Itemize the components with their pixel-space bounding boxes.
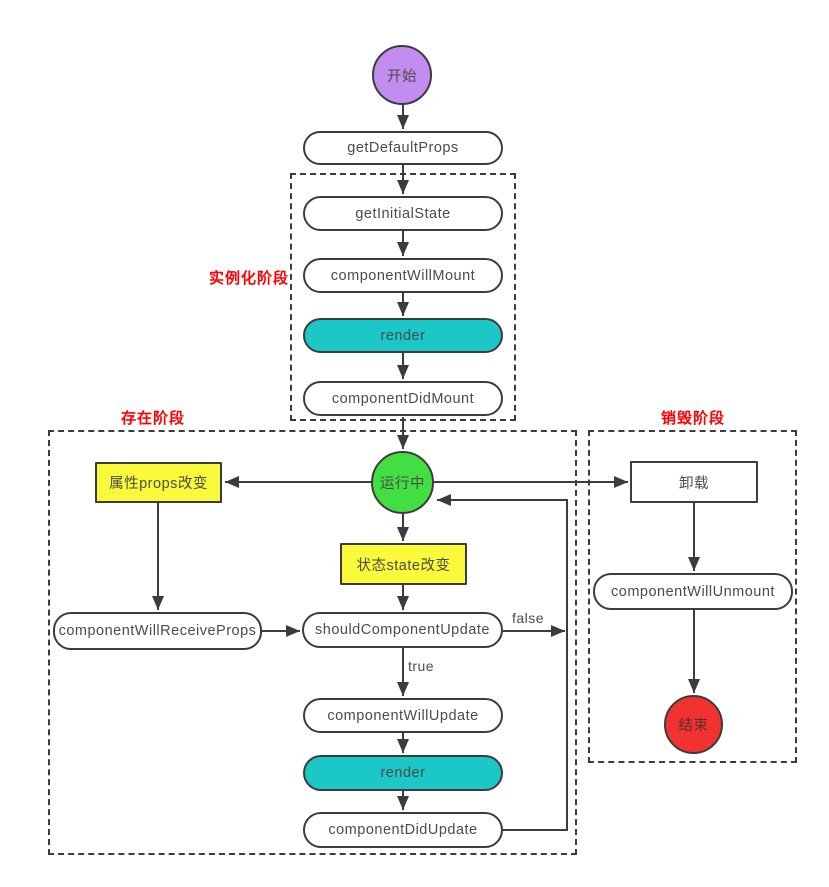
node-get-initial-state: getInitialState [303, 196, 503, 231]
node-props-change: 属性props改变 [95, 462, 222, 503]
node-unload: 卸载 [630, 461, 758, 503]
phase-label-destruction: 销毁阶段 [660, 410, 725, 427]
phase-label-instantiation: 实例化阶段 [208, 270, 289, 287]
node-component-will-receive-props: componentWillReceiveProps [53, 612, 262, 650]
node-component-will-mount: componentWillMount [303, 258, 503, 293]
node-render-mount: render [303, 318, 503, 353]
node-render-update: render [303, 755, 503, 791]
node-running: 运行中 [371, 451, 434, 514]
node-end: 结束 [664, 695, 723, 754]
phase-box-destruction [588, 430, 797, 763]
node-component-did-mount: componentDidMount [303, 381, 503, 416]
phase-label-existence: 存在阶段 [120, 410, 185, 427]
phase-box-existence [48, 430, 577, 855]
edge-loopback-running [437, 494, 568, 831]
node-start: 开始 [372, 45, 432, 105]
edge-label-true: true [407, 658, 435, 674]
node-component-will-unmount: componentWillUnmount [593, 573, 793, 610]
node-component-will-update: componentWillUpdate [303, 698, 503, 733]
edge-label-false: false [511, 610, 545, 626]
node-component-did-update: componentDidUpdate [303, 812, 503, 848]
node-get-default-props: getDefaultProps [303, 131, 503, 165]
node-state-change: 状态state改变 [340, 543, 467, 585]
node-should-component-update: shouldComponentUpdate [302, 612, 503, 648]
